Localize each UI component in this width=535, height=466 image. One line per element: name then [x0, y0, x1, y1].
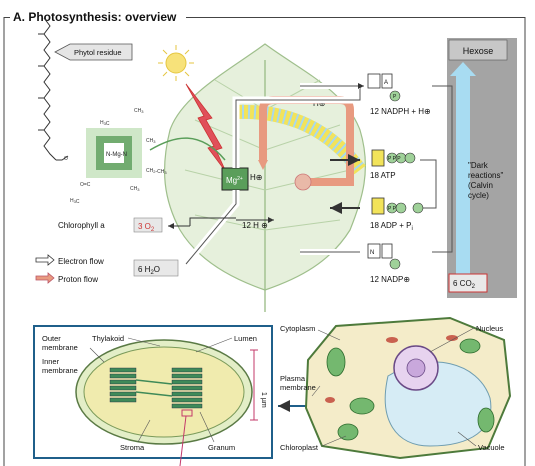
mitochondrion-1: [386, 337, 398, 343]
twelve-h-label: 12 H ⊕: [242, 221, 268, 230]
phytol-tag: [54, 43, 133, 61]
svg-text:O: O: [64, 156, 68, 162]
outer-membrane-2: membrane: [42, 343, 78, 352]
cell-chloroplast-1: [326, 347, 346, 377]
granum-pointer: [179, 415, 187, 466]
svg-text:H3C: H3C: [100, 120, 110, 127]
svg-text:P P: P P: [388, 206, 397, 212]
hexose-label: Hexose: [463, 46, 494, 56]
svg-text:CH2-CH3: CH2-CH3: [146, 168, 167, 175]
nadp-icon: N: [367, 243, 401, 270]
chloroplast-inner: [83, 346, 245, 438]
svg-text:CH3: CH3: [134, 108, 144, 114]
dark-line-2: reactions": [468, 171, 503, 180]
calvin-arrow-head: [450, 62, 476, 76]
chloroplast-cell-label: Chloroplast: [280, 443, 319, 452]
nucleus-label: Nucleus: [476, 324, 503, 333]
plasma-membrane-1: Plasma: [280, 374, 306, 383]
cell-chloroplast-4: [459, 338, 481, 354]
chlorophyll-label: Chlorophyll a: [58, 221, 105, 230]
granum-label: Granum: [208, 443, 235, 452]
nadph-icon: P A: [367, 73, 401, 102]
svg-text:A: A: [384, 80, 388, 86]
svg-text:N: N: [370, 250, 374, 256]
granum-highlight: [181, 409, 193, 417]
cell-chloroplast-5: [477, 407, 495, 433]
svg-text:CH3: CH3: [130, 186, 140, 192]
atp-cycle-connector: [420, 159, 437, 209]
thylakoid-label: Thylakoid: [92, 334, 124, 343]
o2-box: [133, 217, 163, 233]
mitochondrion-2: [446, 335, 458, 341]
atp-label: 18 ATP: [370, 171, 396, 180]
adp-label: 18 ADP + Pi: [370, 221, 413, 232]
vacuole-label: Vacuole: [478, 443, 505, 452]
title-rule-left: [4, 17, 10, 18]
svg-text:CH3: CH3: [146, 138, 156, 144]
inner-membrane-2: membrane: [42, 366, 78, 375]
outer-membrane-1: Outer: [42, 334, 61, 343]
svg-text:N-Mg-N: N-Mg-N: [106, 152, 127, 158]
h-plus-mid: H⊕: [250, 173, 262, 182]
phytol-label: Phytol residue: [74, 48, 122, 57]
figure-title: A. Photosynthesis: overview: [10, 10, 180, 24]
dark-cycle-connector: [432, 85, 453, 253]
plasma-membrane-2: membrane: [280, 383, 316, 392]
stroma-label: Stroma: [120, 443, 145, 452]
nadp-label: 12 NADP⊕: [370, 275, 410, 284]
co2-label: 6 CO2: [453, 279, 476, 290]
sun-icon: [165, 52, 187, 74]
svg-text:P P P: P P P: [388, 156, 401, 162]
lumen-label: Lumen: [234, 334, 257, 343]
svg-text:O=C: O=C: [80, 182, 91, 188]
cytoplasm-label: Cytoplasm: [280, 324, 315, 333]
electron-flow-icon: [35, 254, 55, 266]
dark-line-1: "Dark: [468, 161, 489, 170]
dark-line-3: (Calvin: [468, 181, 493, 190]
nadph-label: 12 NADPH + H⊕: [370, 107, 431, 116]
co2-box: [448, 273, 488, 293]
adp-icon: P P: [371, 197, 424, 215]
hexose-box: [448, 39, 508, 61]
mitochondrion-3: [325, 397, 335, 403]
o2-label: 3 O2: [138, 222, 155, 233]
h2o-label: 6 H2O: [138, 265, 160, 276]
dark-line-4: cycle): [468, 191, 489, 200]
calvin-arrow-shaft: [456, 74, 470, 274]
h2o-box: [133, 259, 179, 277]
cell-chloroplast-2: [349, 397, 375, 415]
svg-text:H3C: H3C: [70, 198, 80, 205]
title-rule: [186, 17, 525, 18]
mg-label: Mg2+: [226, 176, 243, 185]
atp-icon: P P P: [371, 149, 416, 167]
svg-text:P: P: [393, 94, 397, 100]
legend-proton-flow: Proton flow: [58, 275, 98, 284]
inner-membrane-1: Inner: [42, 357, 60, 366]
legend-electron-flow: Electron flow: [58, 257, 104, 266]
atp-synthase-icon: [294, 173, 312, 191]
scale-label: 1 µm: [260, 392, 267, 408]
sun-rays-icon: [158, 45, 194, 81]
phytol-chain: [43, 17, 57, 161]
grana-stacks: [109, 367, 203, 409]
phytol-methyls: [38, 33, 44, 131]
stroma-lamellae: [135, 379, 173, 397]
proton-flow-icon: [35, 272, 55, 284]
chlorophyll-pointer: [149, 137, 226, 161]
cell-chloroplast-3: [337, 423, 359, 441]
